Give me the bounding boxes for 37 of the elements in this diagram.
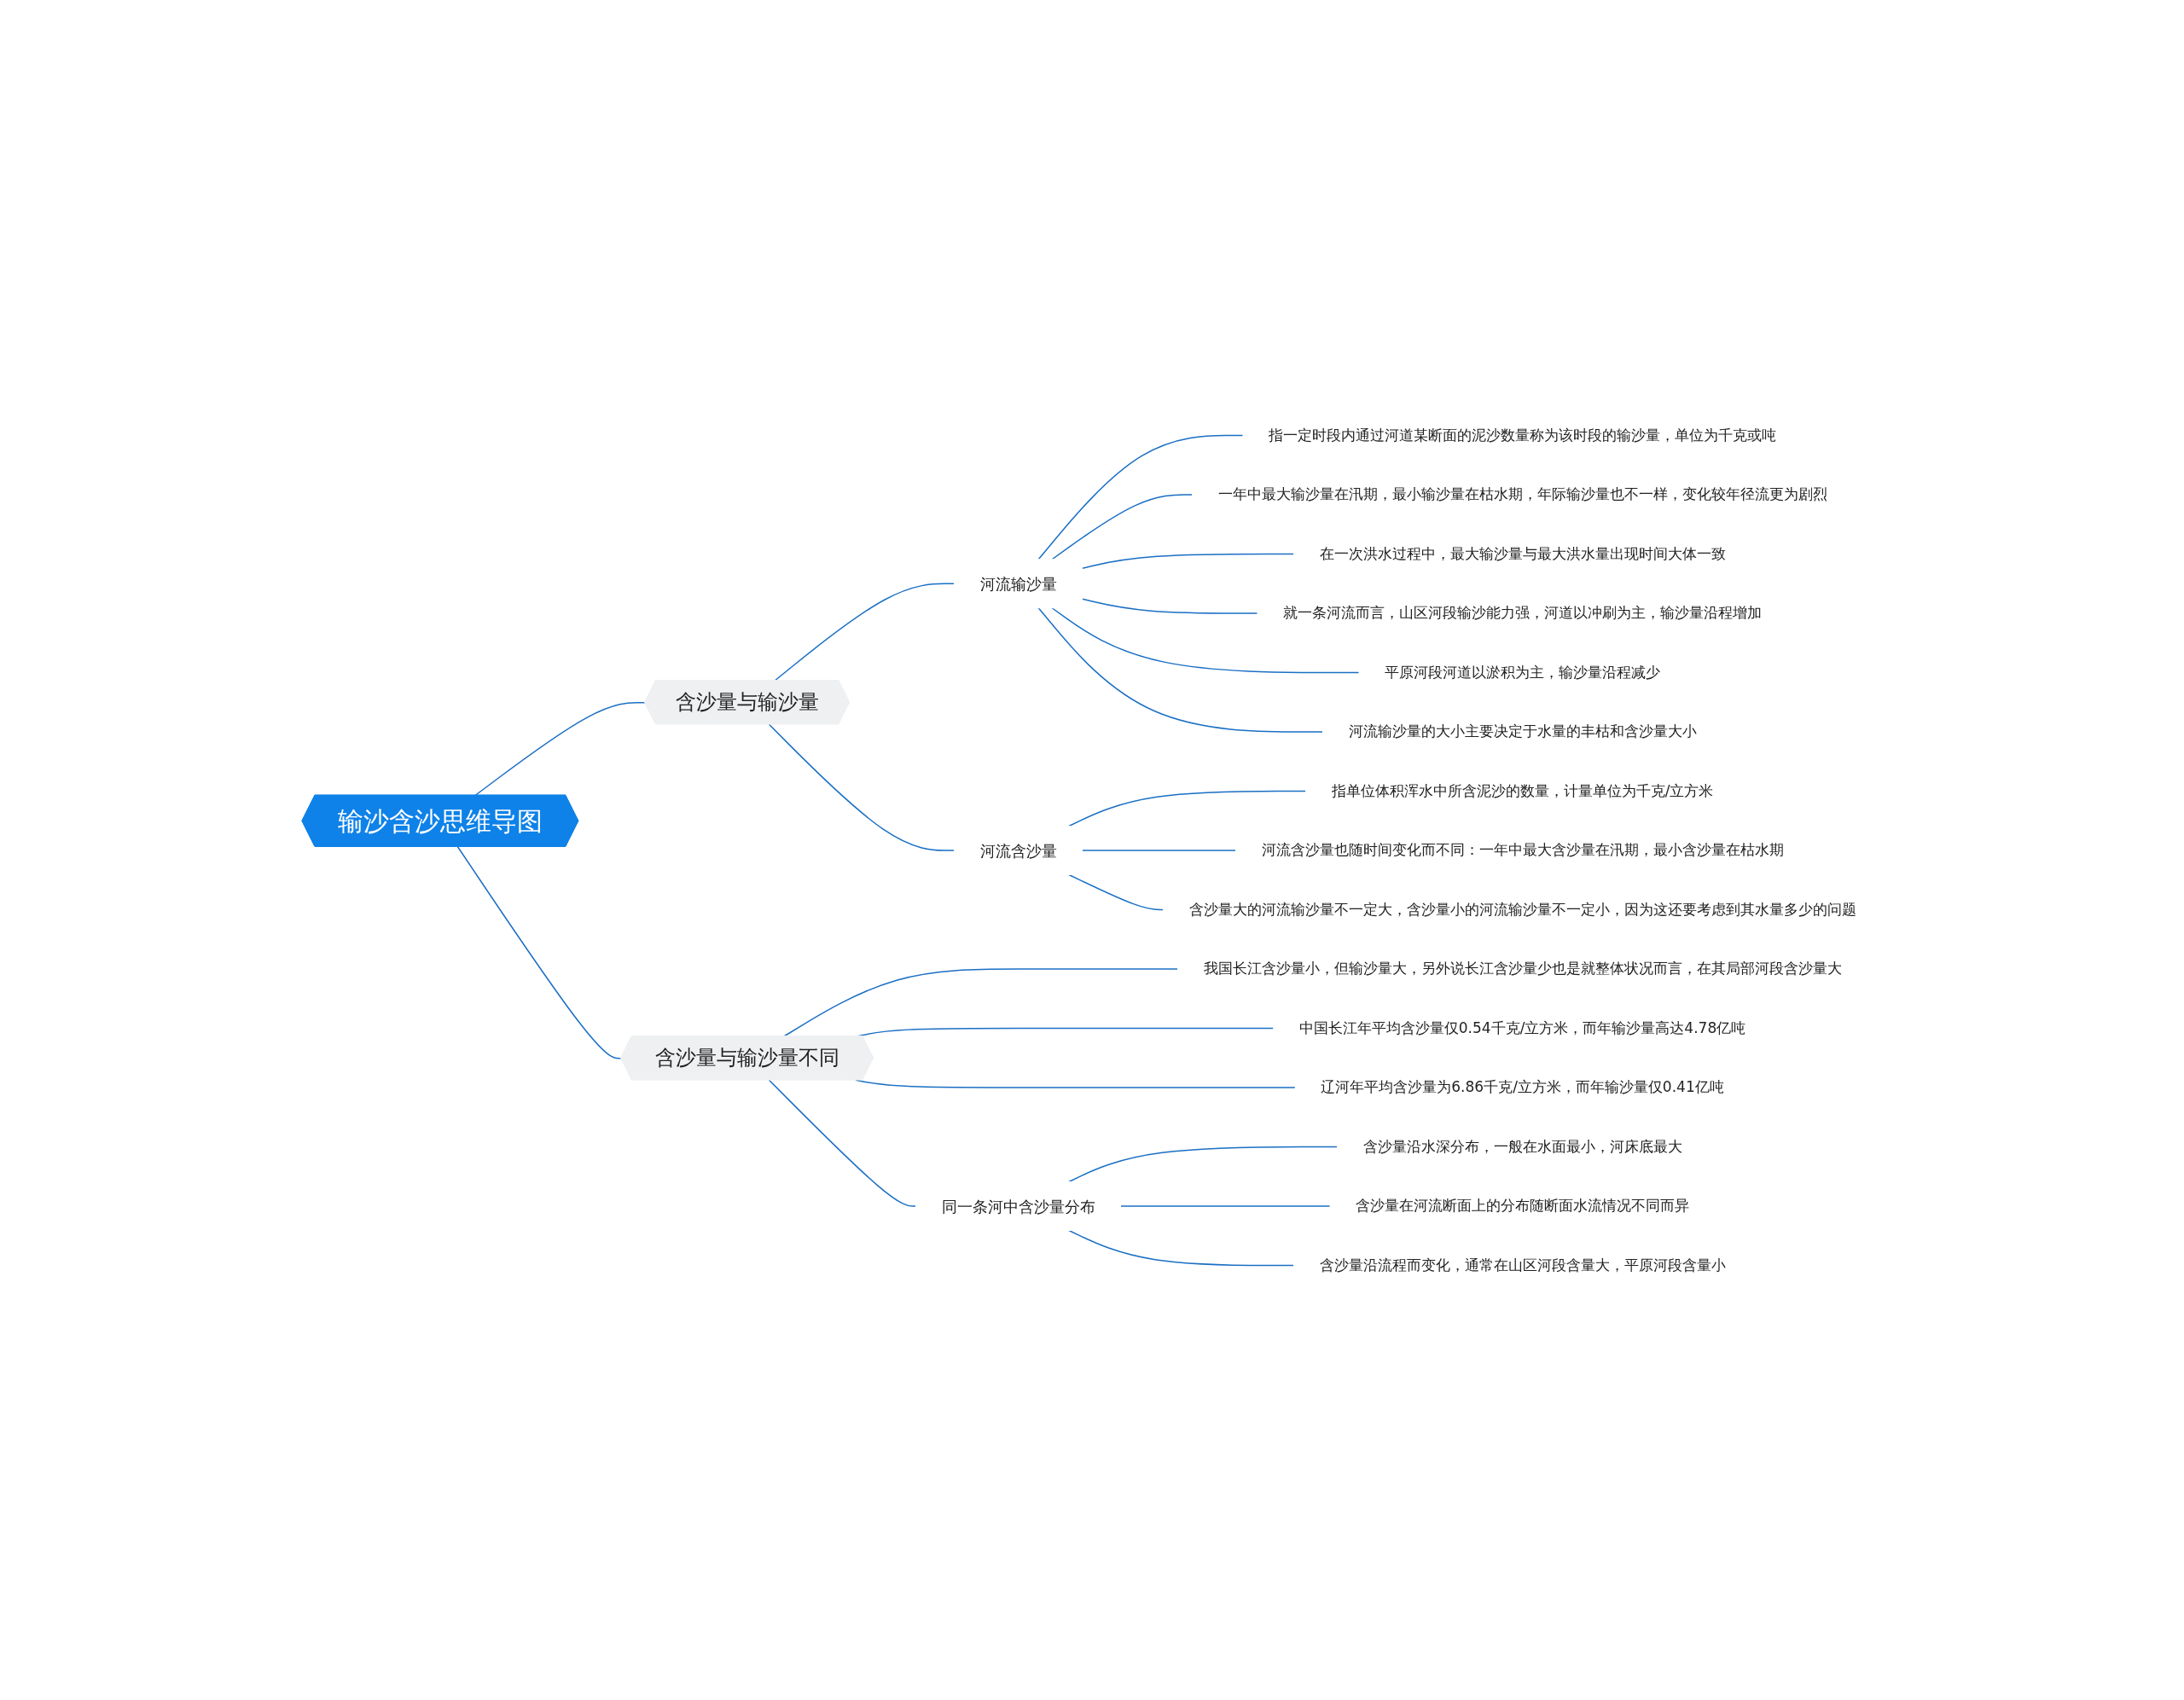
connector (1120, 1204, 1331, 1207)
node-text: 含沙量沿流程而变化，通常在山区河段含量大，平原河段含量小 (1319, 1256, 1726, 1274)
connector (1068, 873, 1165, 910)
connector (774, 583, 956, 682)
connector (1082, 849, 1237, 851)
connector (474, 701, 647, 796)
connector (1051, 493, 1194, 560)
node-text: 河流输沙量 (979, 574, 1057, 593)
connector (1082, 553, 1295, 569)
node-text: 河流含沙量也随时间变化而不同：一年中最大含沙量在汛期，最小含沙量在枯水期 (1261, 840, 1784, 858)
connector (1037, 606, 1324, 733)
node-text: 指单位体积浑水中所含泥沙的数量，计量单位为千克/立方米 (1331, 781, 1714, 799)
connector (1068, 1146, 1339, 1182)
node-text: 含沙量沿水深分布，一般在水面最小，河床底最大 (1362, 1137, 1682, 1155)
connector (1082, 597, 1258, 614)
connector (1037, 434, 1244, 560)
node-text: 含沙量大的河流输沙量不一定大，含沙量小的河流输沙量不一定小，因为这还要考虑到其水量多少的问题 (1188, 900, 1856, 918)
node-text: 河流输沙量的大小主要决定于水量的丰枯和含沙量大小 (1348, 722, 1697, 740)
node-text: 平原河段河道以淤积为主，输沙量沿程减少 (1385, 663, 1661, 681)
connector (1068, 1229, 1295, 1266)
node-text: 就一条河流而言，山区河段输沙能力强，河道以冲刷为主，输沙量沿程增加 (1283, 603, 1763, 621)
node-text: 一年中最大输沙量在汛期，最小输沙量在枯水期，年际输沙量也不一样，变化较年径流更为剧烈 (1217, 484, 1827, 502)
node-text: 辽河年平均含沙量为6.86千克/立方米，而年输沙量仅0.41亿吨 (1321, 1077, 1724, 1095)
connector (1068, 790, 1307, 827)
node-text: 河流含沙量 (979, 841, 1057, 859)
node-text: 在一次洪水过程中，最大输沙量与最大洪水量出现时间大体一致 (1319, 544, 1726, 562)
node-text: 含沙量在河流断面上的分布随断面水流情况不同而异 (1356, 1196, 1690, 1214)
node-text: 指一定时段内通过河道某断面的泥沙数量称为该时段的输沙量，单位为千克或吨 (1269, 426, 1777, 444)
connector (1051, 606, 1360, 673)
node-text: 中国长江年平均含沙量仅0.54千克/立方米，而年输沙量高达4.78亿吨 (1299, 1018, 1746, 1036)
connector (457, 845, 623, 1059)
connector (782, 967, 1179, 1037)
connector (855, 1079, 1297, 1088)
connector (769, 723, 956, 851)
connector (769, 1079, 917, 1207)
node-text: 同一条河中含沙量分布 (941, 1197, 1095, 1215)
node-text: 我国长江含沙量小，但输沙量大，另外说长江含沙量少也是就整体状况而言，在其局部河段含沙量大 (1203, 959, 1842, 977)
